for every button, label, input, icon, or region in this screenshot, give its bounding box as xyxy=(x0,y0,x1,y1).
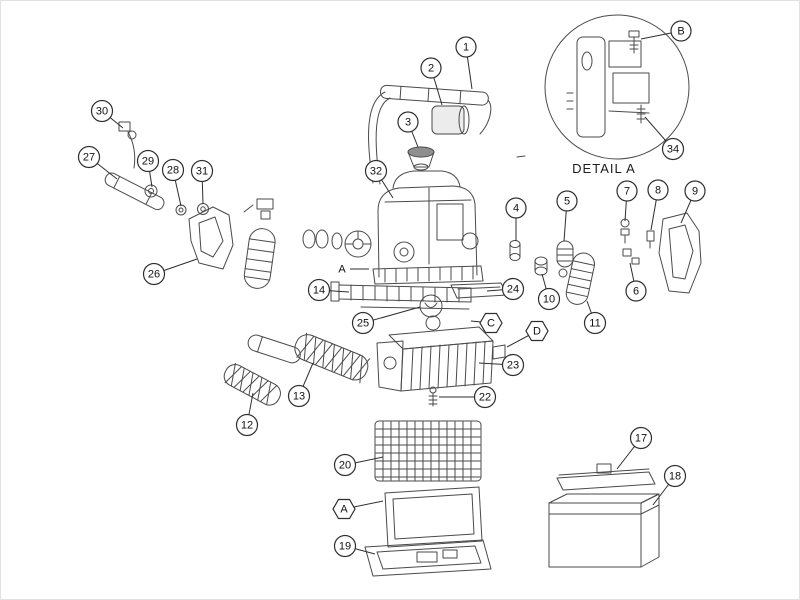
svg-text:6: 6 xyxy=(633,286,639,298)
callout-23: 23 xyxy=(478,353,525,377)
callout-4: 4 xyxy=(505,197,527,241)
part-caddy-box xyxy=(548,493,660,568)
svg-text:4: 4 xyxy=(513,203,519,215)
svg-text:20: 20 xyxy=(339,460,351,472)
part-basket-frame xyxy=(384,486,483,548)
callout-A: A xyxy=(332,498,384,520)
svg-text:24: 24 xyxy=(507,284,519,296)
callout-32: 32 xyxy=(364,159,394,199)
callout-27: 27 xyxy=(77,145,118,180)
svg-text:19: 19 xyxy=(339,541,351,553)
callout-14: 14 xyxy=(307,278,350,302)
svg-text:22: 22 xyxy=(479,392,491,404)
callout-10: 10 xyxy=(537,273,561,311)
svg-text:B: B xyxy=(677,26,684,38)
svg-text:18: 18 xyxy=(669,471,681,483)
part-right-small-parts xyxy=(509,218,655,278)
detail-a-label: DETAIL A xyxy=(572,161,636,176)
part-left-track xyxy=(243,198,372,289)
parts-artwork xyxy=(104,14,702,577)
section-marker-A: A xyxy=(338,264,369,276)
svg-text:27: 27 xyxy=(83,152,95,164)
svg-text:7: 7 xyxy=(624,186,630,198)
part-brush-small xyxy=(223,362,281,406)
callout-13: 13 xyxy=(287,362,314,408)
svg-text:C: C xyxy=(487,318,495,330)
callout-25: 25 xyxy=(351,306,421,335)
callout-30: 30 xyxy=(90,99,124,129)
part-filter-box xyxy=(376,315,506,392)
svg-text:D: D xyxy=(533,326,541,338)
callout-D: D xyxy=(506,320,549,348)
callout-C: C xyxy=(470,312,503,334)
detail-view-circle xyxy=(544,14,690,160)
callout-1: 1 xyxy=(455,36,477,90)
callout-18: 18 xyxy=(652,464,687,506)
svg-text:28: 28 xyxy=(167,165,179,177)
part-drain-screw xyxy=(428,386,438,407)
detail-view xyxy=(544,14,690,160)
svg-text:13: 13 xyxy=(293,391,305,403)
part-brush-large xyxy=(294,332,371,384)
part-top-rail xyxy=(330,281,472,310)
callout-31: 31 xyxy=(190,159,214,205)
part-right-track xyxy=(565,252,595,305)
callout-34: 34 xyxy=(644,116,685,161)
svg-text:26: 26 xyxy=(148,269,160,281)
svg-text:12: 12 xyxy=(241,420,253,432)
tick-mark xyxy=(516,155,526,158)
callout-28: 28 xyxy=(161,158,185,207)
svg-text:31: 31 xyxy=(196,166,208,178)
svg-text:32: 32 xyxy=(370,166,382,178)
callout-24: 24 xyxy=(486,277,525,301)
svg-text:34: 34 xyxy=(667,144,679,156)
part-funnel xyxy=(407,146,435,171)
part-bottom-tray xyxy=(364,539,492,577)
callout-B: B xyxy=(640,20,692,42)
svg-text:29: 29 xyxy=(142,156,154,168)
svg-text:A: A xyxy=(338,264,346,276)
part-latch xyxy=(419,294,443,318)
callout-12: 12 xyxy=(235,392,259,437)
callout-11: 11 xyxy=(583,300,607,335)
callout-26: 26 xyxy=(142,258,198,286)
svg-text:23: 23 xyxy=(507,360,519,372)
callout-2: 2 xyxy=(420,57,443,106)
callout-17: 17 xyxy=(616,426,653,470)
part-left-side-plate xyxy=(188,206,234,270)
part-filter-screen xyxy=(374,420,482,482)
callout-9: 9 xyxy=(680,180,706,224)
callout-7: 7 xyxy=(616,180,638,222)
callout-5: 5 xyxy=(556,190,578,242)
callout-19: 19 xyxy=(333,534,376,558)
part-caddy-lid xyxy=(556,463,656,491)
detail-screw-34 xyxy=(636,104,646,124)
svg-text:11: 11 xyxy=(589,318,600,330)
callout-29: 29 xyxy=(136,149,160,188)
svg-text:17: 17 xyxy=(635,433,647,445)
svg-text:5: 5 xyxy=(564,196,570,208)
svg-text:14: 14 xyxy=(313,285,325,297)
callout-6: 6 xyxy=(625,262,647,302)
svg-text:10: 10 xyxy=(543,294,555,306)
svg-text:3: 3 xyxy=(405,117,411,129)
callout-22: 22 xyxy=(439,385,497,409)
svg-text:9: 9 xyxy=(692,186,698,198)
callout-20: 20 xyxy=(333,453,384,477)
callout-8: 8 xyxy=(647,179,669,231)
svg-text:8: 8 xyxy=(655,185,661,197)
detail-screw-b xyxy=(628,30,640,54)
svg-text:1: 1 xyxy=(463,42,469,54)
svg-text:30: 30 xyxy=(96,106,108,118)
svg-text:A: A xyxy=(340,504,348,516)
part-left-hose xyxy=(104,121,209,216)
svg-text:25: 25 xyxy=(357,318,369,330)
part-roller-shaft xyxy=(247,334,301,364)
part-main-body xyxy=(372,170,484,285)
callout-3: 3 xyxy=(397,111,419,148)
svg-text:2: 2 xyxy=(428,63,434,75)
part-right-side-plate xyxy=(658,212,702,294)
